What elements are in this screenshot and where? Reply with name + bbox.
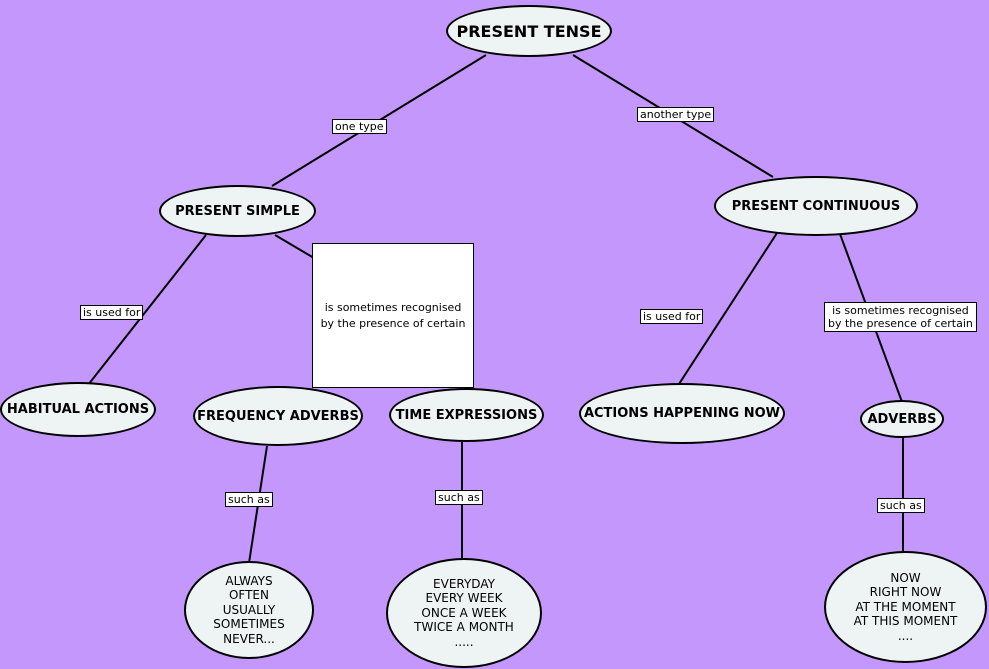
node-time-expressions: TIME EXPRESSIONS [389, 388, 544, 442]
link-label-such-as-adverbs: such as [877, 498, 925, 513]
link-label-one-type: one type [332, 119, 387, 134]
link-label-such-as-frequency: such as [225, 492, 273, 507]
node-time-examples: EVERYDAY EVERY WEEK ONCE A WEEK TWICE A … [386, 558, 542, 668]
node-actions-happening-now: ACTIONS HAPPENING NOW [579, 383, 785, 444]
link-label-recognised-continuous: is sometimes recognised by the presence … [824, 302, 977, 332]
link-label-such-as-time: such as [435, 490, 483, 505]
node-habitual-actions: HABITUAL ACTIONS [0, 382, 156, 437]
node-present-tense: PRESENT TENSE [446, 5, 612, 57]
connector-line [678, 232, 778, 385]
node-adverbs: ADVERBS [860, 400, 944, 438]
node-frequency-examples: ALWAYS OFTEN USUALLY SOMETIMES NEVER... [184, 561, 314, 659]
link-label-another-type: another type [637, 107, 715, 122]
link-label-is-used-for-simple: is used for [80, 305, 144, 320]
node-adverb-examples: NOW RIGHT NOW AT THE MOMENT AT THIS MOME… [824, 551, 987, 663]
connector-line [274, 234, 315, 259]
link-box-recognised-simple: is sometimes recognised by the presence … [312, 243, 474, 388]
node-present-continuous: PRESENT CONTINUOUS [714, 176, 918, 236]
node-frequency-adverbs: FREQUENCY ADVERBS [193, 386, 363, 446]
node-present-simple: PRESENT SIMPLE [159, 185, 316, 237]
connector-line [87, 234, 207, 386]
link-label-is-used-for-continuous: is used for [640, 309, 704, 324]
